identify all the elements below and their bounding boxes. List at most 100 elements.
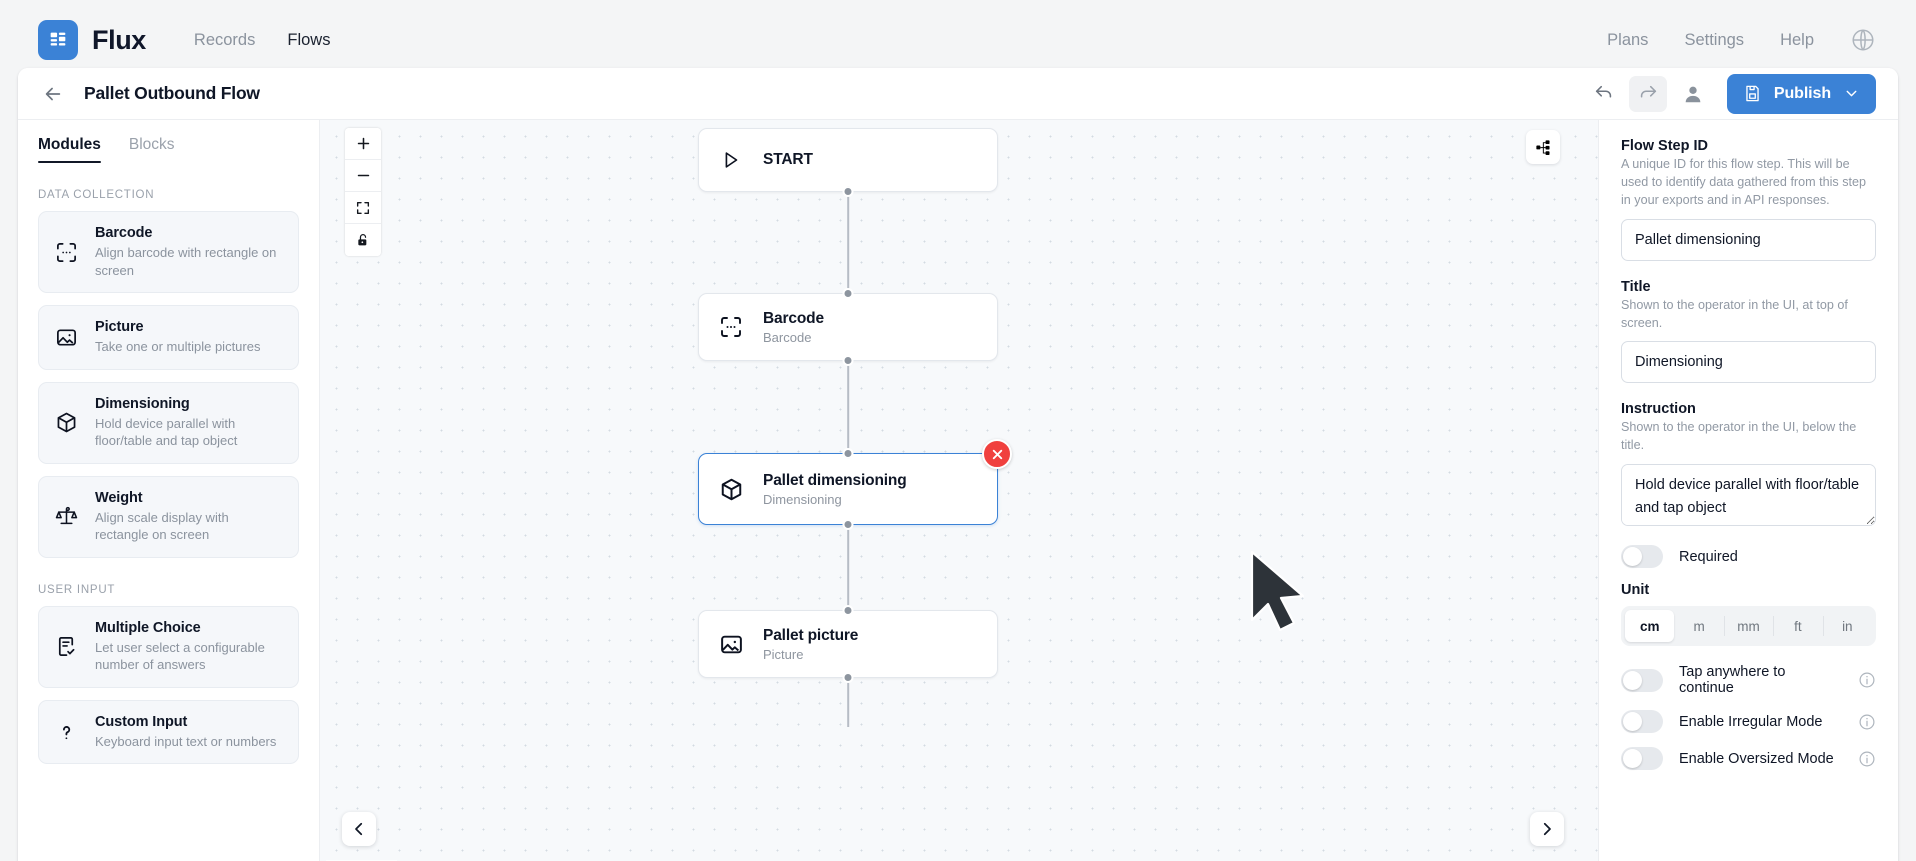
unit-segmented-control: cm m mm ft in: [1621, 606, 1876, 647]
node-title: Barcode: [763, 309, 824, 327]
module-title: Barcode: [95, 225, 153, 241]
flow-edge: [847, 520, 849, 612]
node-text: START: [763, 151, 813, 169]
globe-icon[interactable]: [1850, 27, 1876, 53]
field-title: Title Shown to the operator in the UI, a…: [1621, 279, 1876, 384]
unit-option-mm[interactable]: mm: [1723, 610, 1773, 642]
nav-link-settings[interactable]: Settings: [1684, 30, 1745, 49]
required-toggle[interactable]: [1621, 545, 1663, 569]
workspace-card: Pallet Outbound Flow: [18, 68, 1898, 861]
toggle-knob: [1623, 749, 1642, 769]
module-title: Weight: [95, 489, 143, 506]
save-disk-icon: [1743, 84, 1762, 103]
nav-link-records[interactable]: Records: [193, 30, 256, 49]
flow-edge: [847, 677, 849, 727]
node-handle-top[interactable]: [842, 605, 854, 616]
scale-balance-icon: [53, 505, 79, 528]
module-card-custom-input[interactable]: Custom Input Keyboard input text or numb…: [38, 699, 299, 765]
module-title: Multiple Choice: [95, 619, 201, 636]
module-card-picture[interactable]: Picture Take one or multiple pictures: [38, 305, 299, 370]
collapse-left-panel-button[interactable]: [342, 812, 376, 846]
collapse-right-panel-button[interactable]: [1530, 812, 1564, 846]
workspace-actions: Publish: [1585, 73, 1876, 114]
main-nav-links: Records Flows: [194, 31, 331, 50]
chevron-down-icon[interactable]: [1843, 85, 1860, 102]
field-flow-step-id: Flow Step ID A unique ID for this flow s…: [1621, 138, 1876, 261]
toggle-knob: [1623, 547, 1642, 567]
flow-node-pallet-picture[interactable]: Pallet picture Picture: [698, 605, 998, 683]
flow-step-id-input[interactable]: [1621, 218, 1876, 261]
node-text: Pallet picture Picture: [763, 627, 858, 662]
flow-node-start[interactable]: START: [698, 128, 998, 197]
toggle-label: Enable Irregular Mode: [1679, 713, 1823, 730]
field-label: Unit: [1621, 582, 1650, 599]
info-circle-icon[interactable]: [1858, 750, 1876, 768]
tab-blocks[interactable]: Blocks: [128, 136, 175, 153]
module-description: Keyboard input text or numbers: [95, 733, 277, 749]
zoom-in-button[interactable]: [345, 128, 381, 160]
toggle-row-oversized-mode: Enable Oversized Mode: [1621, 747, 1876, 771]
tab-modules[interactable]: Modules: [38, 136, 101, 163]
publish-button-label: Publish: [1773, 84, 1831, 102]
page-title: Pallet Outbound Flow: [84, 83, 260, 103]
brand[interactable]: Flux: [38, 20, 146, 60]
irregular-mode-toggle[interactable]: [1621, 710, 1663, 734]
node-handle-bottom[interactable]: [842, 519, 854, 530]
top-nav-right: Plans Settings Help: [1607, 27, 1876, 53]
field-label: Flow Step ID: [1621, 138, 1708, 154]
tap-anywhere-toggle[interactable]: [1621, 668, 1663, 692]
module-card-multiple-choice[interactable]: Multiple Choice Let user select a config…: [38, 605, 299, 688]
field-label: Instruction: [1621, 401, 1696, 418]
node-handle-bottom[interactable]: [842, 672, 854, 683]
zoom-out-button[interactable]: [345, 160, 381, 192]
module-description: Take one or multiple pictures: [95, 339, 261, 355]
picture-image-icon: [717, 632, 745, 657]
cube-box-icon: [717, 477, 745, 502]
node-handle-top[interactable]: [842, 448, 854, 459]
flow-node-pallet-dimensioning[interactable]: Pallet dimensioning Dimensioning: [698, 439, 1012, 530]
mouse-pointer-icon: [1248, 550, 1308, 641]
node-handle-top[interactable]: [842, 288, 854, 299]
lock-button[interactable]: [345, 224, 381, 256]
module-text: Picture Take one or multiple pictures: [95, 319, 260, 356]
delete-node-button[interactable]: [982, 439, 1012, 469]
module-text: Weight Align scale display with rectangl…: [95, 490, 284, 544]
flow-edge: [847, 186, 849, 294]
info-circle-icon[interactable]: [1858, 713, 1876, 731]
node-handle-bottom[interactable]: [842, 186, 854, 197]
module-description: Hold device parallel with floor/table an…: [95, 415, 238, 449]
nav-link-flows[interactable]: Flows: [287, 30, 331, 49]
flow-edge: [847, 356, 849, 459]
unit-option-ft[interactable]: ft: [1773, 610, 1822, 642]
tree-layout-icon[interactable]: [1526, 130, 1560, 164]
node-text: Barcode Barcode: [763, 310, 824, 345]
module-card-dimensioning[interactable]: Dimensioning Hold device parallel with f…: [38, 381, 299, 464]
nav-link-plans[interactable]: Plans: [1607, 30, 1649, 49]
oversized-mode-toggle[interactable]: [1621, 747, 1663, 771]
group-title-data-collection: DATA COLLECTION: [38, 189, 155, 201]
unit-option-in[interactable]: in: [1822, 610, 1872, 642]
unit-option-cm[interactable]: cm: [1625, 610, 1675, 643]
toggle-knob: [1623, 670, 1642, 690]
fit-view-button[interactable]: [345, 192, 381, 224]
module-card-weight[interactable]: Weight Align scale display with rectangl…: [38, 475, 299, 558]
group-title-user-input: USER INPUT: [38, 583, 116, 596]
undo-icon[interactable]: [1585, 76, 1623, 112]
barcode-scan-icon: [53, 241, 79, 264]
field-help-text: Shown to the operator in the UI, at top …: [1621, 297, 1848, 330]
redo-icon[interactable]: [1628, 75, 1667, 112]
nav-link-help[interactable]: Help: [1780, 30, 1814, 49]
field-unit: Unit cm m mm ft in: [1621, 582, 1876, 647]
toggle-row-required: Required: [1621, 545, 1876, 569]
title-input[interactable]: [1621, 341, 1876, 384]
node-handle-bottom[interactable]: [842, 355, 854, 366]
info-circle-icon[interactable]: [1858, 671, 1876, 689]
unit-option-m[interactable]: m: [1693, 618, 1705, 634]
instruction-textarea[interactable]: [1621, 464, 1876, 527]
flow-canvas[interactable]: START: [320, 120, 1598, 861]
arrow-left-icon[interactable]: [38, 79, 68, 109]
module-card-barcode[interactable]: Barcode Align barcode with rectangle on …: [38, 211, 299, 294]
publish-button[interactable]: Publish: [1726, 73, 1876, 114]
flow-node-barcode[interactable]: Barcode Barcode: [698, 288, 998, 366]
user-avatar-icon[interactable]: [1673, 76, 1713, 112]
